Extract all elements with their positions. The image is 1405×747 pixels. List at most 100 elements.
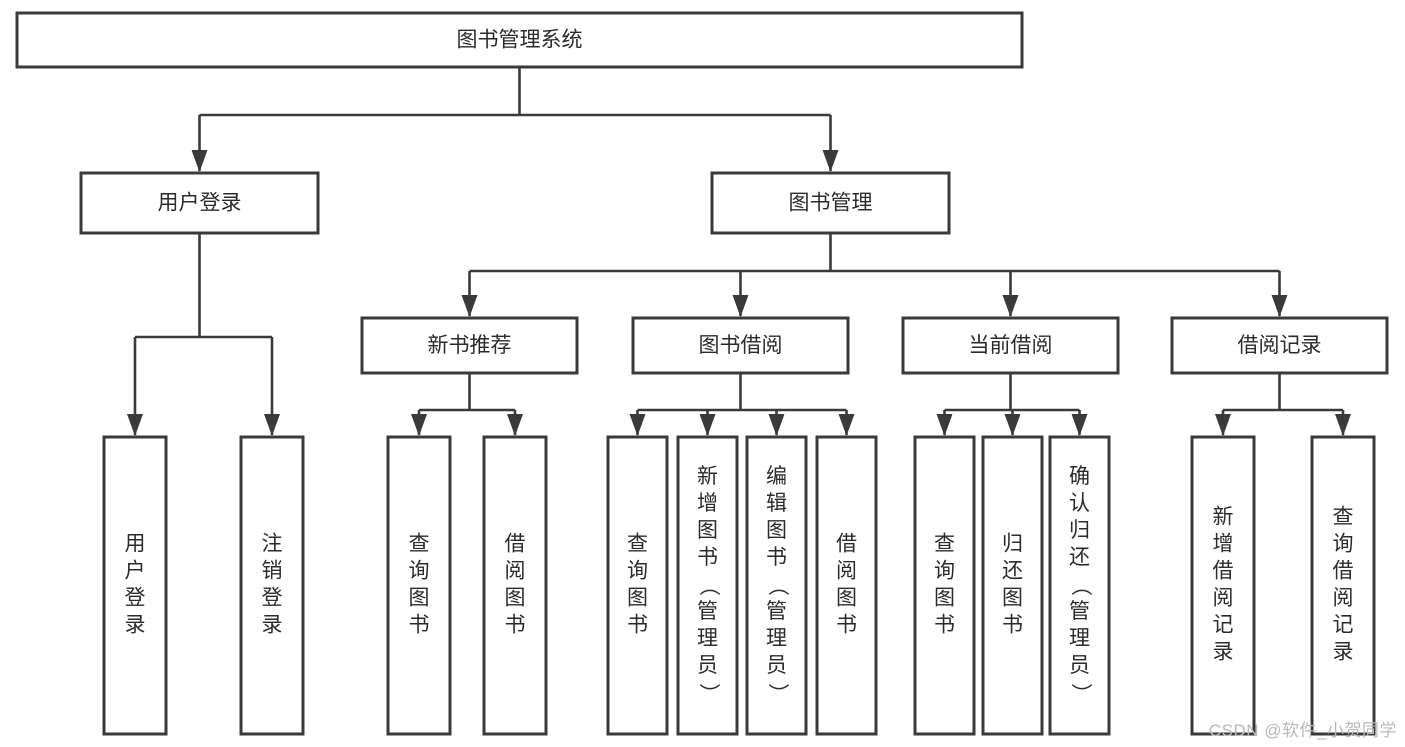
node-label-char: 询 (409, 560, 430, 583)
diagram-node-l1-0[interactable]: 用户登录 (79, 171, 320, 235)
arrow-head-icon (1002, 295, 1019, 317)
arrow-head-icon (461, 295, 478, 317)
node-box (102, 435, 168, 736)
node-label-char: 注 (262, 533, 283, 556)
node-label-char: 查 (409, 533, 430, 556)
diagram-node-l2-1[interactable]: 图书借阅 (631, 316, 850, 375)
node-label-char: 用 (125, 533, 146, 556)
diagram-node-l2-3[interactable]: 借阅记录 (1170, 316, 1389, 375)
node-label-char: 图 (505, 587, 526, 610)
node-label: 借阅记录 (1238, 334, 1322, 357)
node-box (631, 316, 850, 375)
node-label-char: 理 (697, 627, 718, 650)
node-label-char: 图 (627, 587, 648, 610)
node-label-char: 确 (1069, 465, 1090, 488)
node-label-char: 借 (1333, 560, 1354, 583)
node-label-char: 管 (766, 600, 787, 623)
diagram-node-root-0[interactable]: 图书管理系统 (15, 11, 1024, 69)
node-box (710, 171, 951, 235)
node-label-char: 登 (262, 587, 283, 610)
node-label-char: 户 (125, 560, 146, 583)
diagram-node-l2-0[interactable]: 新书推荐 (360, 316, 579, 375)
node-box (913, 435, 976, 736)
node-label: 图书管理 (789, 192, 873, 215)
node-label-char: 记 (1333, 614, 1354, 637)
arrow-head-icon (732, 295, 749, 317)
diagram-node-leaf-0[interactable]: 用户登录 (102, 435, 168, 736)
node-label-char: 理 (1069, 627, 1090, 650)
node-label-char: 录 (125, 614, 146, 637)
node-label-char: 询 (627, 560, 648, 583)
node-label: 图书管理系统 (457, 29, 583, 52)
node-label-char: 理 (766, 627, 787, 650)
arrow-head-icon (507, 414, 523, 436)
node-box (1310, 435, 1376, 736)
node-label-char: 辑 (766, 492, 787, 515)
node-label-char: 增 (697, 492, 718, 515)
node-label-char: 书 (766, 546, 787, 569)
diagram-node-l2-2[interactable]: 当前借阅 (901, 316, 1120, 375)
node-label-char: 图 (1002, 587, 1023, 610)
node-label-char: 归 (1002, 533, 1023, 556)
node-label-char: 阅 (1213, 587, 1234, 610)
node-label-char: 书 (505, 614, 526, 637)
node-label-char: 借 (505, 533, 526, 556)
node-label-char: 录 (1333, 641, 1354, 664)
node-box (901, 316, 1120, 375)
node-label-char: 询 (1333, 533, 1354, 556)
diagram-node-l1-1[interactable]: 图书管理 (710, 171, 951, 235)
node-label-char: 员 (766, 654, 787, 677)
arrow-head-icon (822, 150, 839, 172)
node-label-char: 阅 (505, 560, 526, 583)
node-label-char: 员 (1069, 654, 1090, 677)
node-label-char: 书 (934, 614, 955, 637)
node-label-char: 新 (1213, 506, 1234, 529)
node-label: 当前借阅 (969, 334, 1053, 357)
node-label-char: 编 (766, 465, 787, 488)
node-label-char: ） (766, 683, 789, 704)
node-label-char: （ (766, 575, 789, 596)
watermark-text: CSDN @软件_小贺同学 (1208, 721, 1397, 740)
arrow-head-icon (1004, 414, 1021, 436)
node-label-char: 借 (836, 533, 857, 556)
node-box (676, 435, 739, 736)
arrow-head-icon (1215, 414, 1231, 436)
node-label-char: 书 (627, 614, 648, 637)
node-label: 图书借阅 (699, 334, 783, 357)
arrow-head-icon (768, 414, 785, 436)
arrow-head-icon (127, 414, 143, 436)
arrow-head-icon (699, 414, 716, 436)
node-label-char: ） (697, 683, 720, 704)
node-label-char: 询 (934, 560, 955, 583)
node-label-char: ） (1069, 683, 1092, 704)
arrow-head-icon (191, 150, 208, 172)
node-label-char: 查 (934, 533, 955, 556)
node-label-char: 员 (697, 654, 718, 677)
node-label-char: 书 (1002, 614, 1023, 637)
arrow-head-icon (264, 414, 280, 436)
node-label-char: 增 (1213, 533, 1234, 556)
node-label-char: 管 (697, 600, 718, 623)
node-label-char: （ (697, 575, 720, 596)
node-label-char: 书 (409, 614, 430, 637)
node-label-char: 图 (697, 519, 718, 542)
node-label: 用户登录 (158, 192, 242, 215)
node-box (1170, 316, 1389, 375)
node-label-char: 阅 (836, 560, 857, 583)
node-box (239, 435, 305, 736)
node-label-char: 还 (1069, 546, 1090, 569)
node-box (386, 435, 452, 736)
